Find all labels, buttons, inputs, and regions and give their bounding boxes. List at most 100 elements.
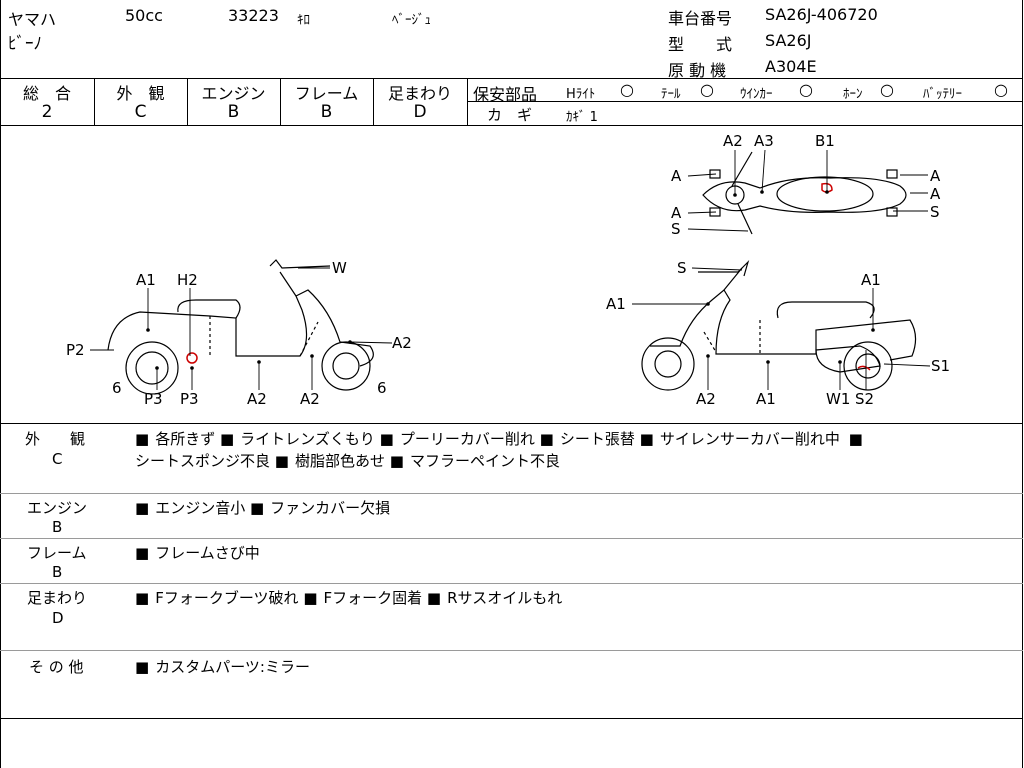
damage-diagram: A2 A3 B1 A A A A S S A1 H2 W P <box>66 132 950 408</box>
label-top-B1: B1 <box>815 132 835 150</box>
frame-number-label: 車台番号 <box>668 9 733 28</box>
remark-frame-items: フレームさび中 <box>135 542 260 563</box>
label-right-A1-bottom: A1 <box>756 390 776 408</box>
remark-other-items: カスタムパーツ:ミラー <box>135 656 310 677</box>
remark-item: プーリーカバー削れ <box>380 430 535 448</box>
remark-item: サイレンサーカバー削れ中 <box>640 430 840 448</box>
key-value: ｶｷﾞ 1 <box>566 110 598 125</box>
remark-suspension-items: Fフォークブーツ破れ Fフォーク固着 Rサスオイルもれ <box>135 587 562 608</box>
divider-remark-3 <box>0 583 1023 584</box>
displacement: 50cc <box>125 6 163 25</box>
grade-suspension-label: 足まわり <box>387 84 452 103</box>
grade-frame-label: フレーム <box>294 84 359 103</box>
divider-safety <box>467 101 1023 102</box>
engine-model-label: 原 動 機 <box>668 61 727 80</box>
label-right-W1: W1 <box>826 390 850 408</box>
grade-sep-2 <box>187 78 188 125</box>
remark-item: Rサスオイルもれ <box>427 589 562 607</box>
safety-horn-label: ﾎｰﾝ <box>843 87 863 102</box>
divider-header <box>0 78 1023 79</box>
frame-right <box>1022 0 1023 768</box>
grade-overall-label: 総 合 <box>22 84 71 103</box>
grade-sep-4 <box>373 78 374 125</box>
remark-other-label: そ の 他 <box>29 658 84 676</box>
remark-item: フレームさび中 <box>135 544 260 562</box>
label-right-S1: S1 <box>931 357 950 375</box>
label-left-H2: H2 <box>177 271 198 289</box>
grade-frame-value: B <box>320 102 333 122</box>
safety-battery-mark: ○ <box>994 80 1008 99</box>
scooter-left-view <box>107 259 374 395</box>
safety-tail-label: ﾃｰﾙ <box>661 87 681 102</box>
label-left-6-a: 6 <box>112 379 122 397</box>
key-label: カ ギ <box>487 106 533 124</box>
model-type-label: 型 式 <box>668 35 733 54</box>
grade-sep-5 <box>467 78 468 125</box>
safety-headlight-mark: ○ <box>620 80 634 99</box>
remark-item: 樹脂部色あせ <box>275 452 385 470</box>
label-top-A-3: A <box>930 167 941 185</box>
remark-engine-grade: B <box>52 518 63 536</box>
divider-remark-4 <box>0 650 1023 651</box>
safety-horn-mark: ○ <box>880 80 894 99</box>
safety-winker-mark: ○ <box>799 80 813 99</box>
right-view-labels: S A1 A1 S1 A2 A1 W1 S2 <box>606 259 950 408</box>
safety-tail-mark: ○ <box>700 80 714 99</box>
label-left-A1: A1 <box>136 271 156 289</box>
remark-engine-label: エンジン <box>27 499 88 517</box>
label-left-P3-a: P3 <box>144 390 163 408</box>
label-right-S2: S2 <box>855 390 874 408</box>
label-left-A2-right: A2 <box>392 334 412 352</box>
maker: ヤマハ <box>8 10 57 29</box>
engine-model-value: A304E <box>765 57 817 76</box>
divider-remark-1 <box>0 493 1023 494</box>
grade-sep-1 <box>94 78 95 125</box>
remark-item: ライトレンズくもり <box>220 430 375 448</box>
safety-battery-label: ﾊﾞｯﾃﾘｰ <box>923 87 962 102</box>
body-color: ﾍﾞｰｼﾞｭ <box>392 13 431 28</box>
grade-engine-value: B <box>227 102 240 122</box>
left-view-leaders <box>90 267 393 390</box>
remark-item: 各所きず <box>135 430 215 448</box>
divider-grades <box>0 125 1023 126</box>
frame-number-value: SA26J-406720 <box>765 5 878 24</box>
mileage-unit: ｷﾛ <box>297 13 310 28</box>
safety-label: 保安部品 <box>473 85 538 104</box>
mileage-number: 33223 <box>228 6 279 25</box>
label-top-S-1: S <box>930 203 940 221</box>
label-left-A2-b: A2 <box>300 390 320 408</box>
remark-exterior-items: 各所きず ライトレンズくもり プーリーカバー削れ シート張替 サイレンサーカバー… <box>135 428 1015 472</box>
label-left-W: W <box>332 259 347 277</box>
remark-item: シートスポンジ不良 <box>135 452 271 470</box>
grade-engine-label: エンジン <box>201 84 266 103</box>
grade-exterior-value: C <box>134 102 147 122</box>
label-top-A-2: A <box>671 204 682 222</box>
remark-suspension-grade: D <box>52 609 64 627</box>
label-left-P2: P2 <box>66 341 85 359</box>
grade-exterior-label: 外 観 <box>116 84 165 103</box>
grade-suspension-value: D <box>413 102 427 122</box>
left-view-labels: A1 H2 W P2 A2 6 6 P3 P3 A2 A2 <box>66 259 412 408</box>
label-left-A2-a: A2 <box>247 390 267 408</box>
label-right-A1-left: A1 <box>606 295 626 313</box>
divider-bottom <box>0 718 1023 719</box>
divider-remark-2 <box>0 538 1023 539</box>
model-name: ﾋﾞｰﾉ <box>8 34 42 54</box>
label-right-A1-top: A1 <box>861 271 881 289</box>
remark-exterior-label: 外 観 <box>25 430 86 448</box>
label-top-A-4: A <box>930 185 941 203</box>
divider-diagram <box>0 423 1023 424</box>
remark-frame-grade: B <box>52 563 63 581</box>
remark-item: ファンカバー欠損 <box>250 499 390 517</box>
leader-dots <box>146 190 875 370</box>
label-left-6-b: 6 <box>377 379 387 397</box>
remark-item: Fフォークブーツ破れ <box>135 589 299 607</box>
label-top-A2: A2 <box>723 132 743 150</box>
remark-item: マフラーペイント不良 <box>390 452 560 470</box>
remark-exterior-grade: C <box>52 450 63 468</box>
safety-winker-label: ｳｲﾝｶｰ <box>740 87 773 102</box>
top-view-leaders <box>687 149 928 232</box>
safety-headlight-label: Hﾗｲﾄ <box>566 87 596 102</box>
frame-left <box>0 0 1 768</box>
model-type-value: SA26J <box>765 31 812 50</box>
